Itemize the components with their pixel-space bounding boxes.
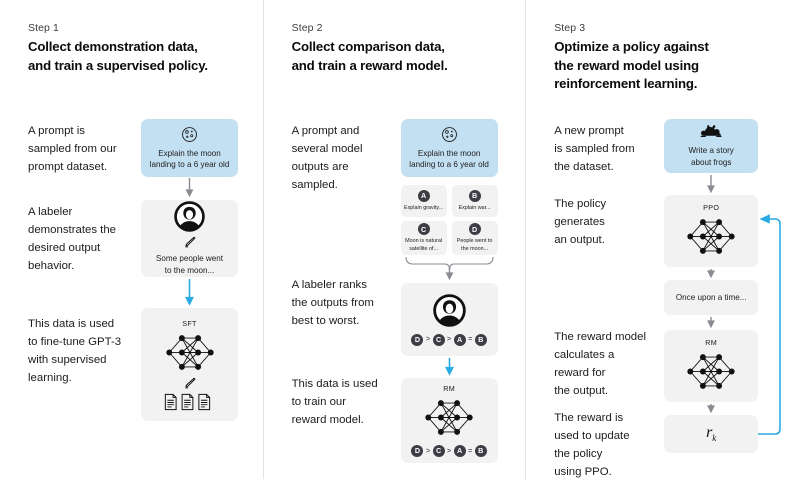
rm-model-card-3[interactable]: RM (664, 330, 759, 402)
moon-icon (441, 126, 458, 143)
sft-model-card[interactable]: SFT (141, 308, 238, 421)
rm-model-card-2[interactable]: RM (400, 378, 498, 463)
step-label-1: Step 1 (28, 22, 59, 34)
generated-output-text: Once upon a time... (675, 292, 747, 302)
rm-rank-badge-1: D (411, 445, 424, 457)
caption-3-4: The reward is used to update the policy … (554, 412, 630, 479)
rank-op-1: > (425, 336, 431, 343)
prompt-card-3[interactable]: Write a story about frogs (664, 119, 759, 173)
ppo-tag: PPO (703, 203, 720, 212)
prompt-card-3-text: Write a story about frogs (688, 146, 734, 167)
documents-icon (164, 393, 216, 411)
output-card-a[interactable]: A Explain gravity... (400, 185, 447, 217)
output-badge-d: D (468, 223, 481, 236)
step-title-3: Optimize a policy against the reward mod… (554, 39, 709, 92)
output-text-d: People went to the moon... (456, 238, 493, 252)
rm-rank-badge-2: C (432, 445, 445, 457)
neural-network-icon (683, 349, 739, 394)
step-title-2: Collect comparison data, and train a rew… (291, 39, 448, 73)
caption-2-2: A labeler ranks the outputs from best to… (291, 279, 374, 328)
caption-1-3: This data is used to fine-tune GPT-3 wit… (28, 318, 122, 385)
reward-symbol: rk (706, 424, 717, 444)
output-text-b: Explain war... (458, 204, 491, 211)
caption-3-2: The policy generates an output. (554, 198, 607, 247)
rank-badge-2: C (432, 333, 445, 346)
sft-tag: SFT (182, 318, 197, 328)
moon-icon (181, 126, 198, 143)
output-text-a: Explain gravity... (404, 204, 444, 211)
caption-2-3: This data is used to train our reward mo… (291, 378, 378, 427)
rank-badge-3: A (453, 333, 466, 346)
caption-3-3: The reward model calculates a reward for… (554, 331, 646, 398)
labeler-card-1[interactable]: Some people went to the moon... (141, 200, 238, 277)
ranking-row-rm: D > C > A = B (411, 445, 487, 457)
rank-op-3: = (468, 336, 473, 343)
caption-3-1: A new prompt is sampled from the dataset… (554, 125, 635, 174)
prompt-card-1-text: Explain the moon landing to a 6 year old (149, 148, 230, 169)
column-step-1: Step 1 Collect demonstration data, and t… (0, 0, 263, 479)
neural-network-icon (421, 395, 477, 440)
rank-badge-1: D (411, 333, 424, 346)
rm-rank-badge-3: A (453, 445, 466, 457)
column-step-2: Step 2 Collect comparison data, and trai… (262, 0, 526, 479)
output-card-d[interactable]: D People went to the moon... (451, 221, 498, 255)
output-badge-b: B (468, 189, 481, 202)
feedback-loop-arrow (758, 214, 781, 435)
ranking-card[interactable]: D > C > A = B (400, 283, 498, 356)
prompt-card-2[interactable]: Explain the moon landing to a 6 year old (400, 119, 498, 177)
output-card-c[interactable]: C Moon is natural satellite of... (400, 221, 447, 255)
rm-rank-op-2: > (447, 447, 452, 455)
reward-value-card[interactable]: rk (664, 415, 759, 453)
rm-tag-2: RM (443, 384, 455, 393)
prompt-card-1[interactable]: Explain the moon landing to a 6 year old (141, 119, 238, 177)
output-badge-c: C (417, 223, 430, 236)
step-title-1: Collect demonstration data, and train a … (28, 39, 208, 73)
labeler-avatar-icon (174, 201, 205, 232)
caption-1-1: A prompt is sampled from our prompt data… (28, 125, 117, 174)
grouping-brace (405, 256, 494, 271)
rm-rank-op-1: > (425, 447, 431, 455)
ranking-row-labeler: D > C > A = B (411, 333, 487, 346)
rm-tag-3: RM (705, 338, 718, 347)
output-card-b[interactable]: B Explain war... (451, 185, 498, 217)
neural-network-icon (683, 214, 739, 259)
rank-op-2: > (447, 336, 452, 343)
rm-rank-op-3: = (468, 447, 473, 455)
output-badge-a: A (417, 189, 430, 202)
pencil-icon (183, 376, 197, 390)
output-text-c: Moon is natural satellite of... (405, 238, 443, 252)
prompt-card-2-text: Explain the moon landing to a 6 year old (409, 148, 489, 169)
frog-icon (700, 124, 722, 140)
ppo-policy-card[interactable]: PPO (664, 195, 759, 267)
rm-rank-badge-4: B (474, 445, 487, 457)
step-label-2: Step 2 (291, 22, 323, 34)
column-step-3: Step 3 Optimize a policy against the rew… (525, 0, 788, 479)
caption-1-2: A labeler demonstrates the desired outpu… (28, 206, 117, 273)
rank-badge-4: B (474, 333, 487, 346)
step-label-3: Step 3 (554, 22, 586, 34)
labeler-card-1-text: Some people went to the moon... (155, 254, 224, 275)
caption-2-1: A prompt and several model outputs are s… (291, 125, 363, 192)
pencil-icon (183, 235, 197, 249)
labeler-avatar-icon (432, 293, 466, 327)
neural-network-icon (162, 330, 218, 375)
generated-output-card[interactable]: Once upon a time... (664, 280, 759, 315)
